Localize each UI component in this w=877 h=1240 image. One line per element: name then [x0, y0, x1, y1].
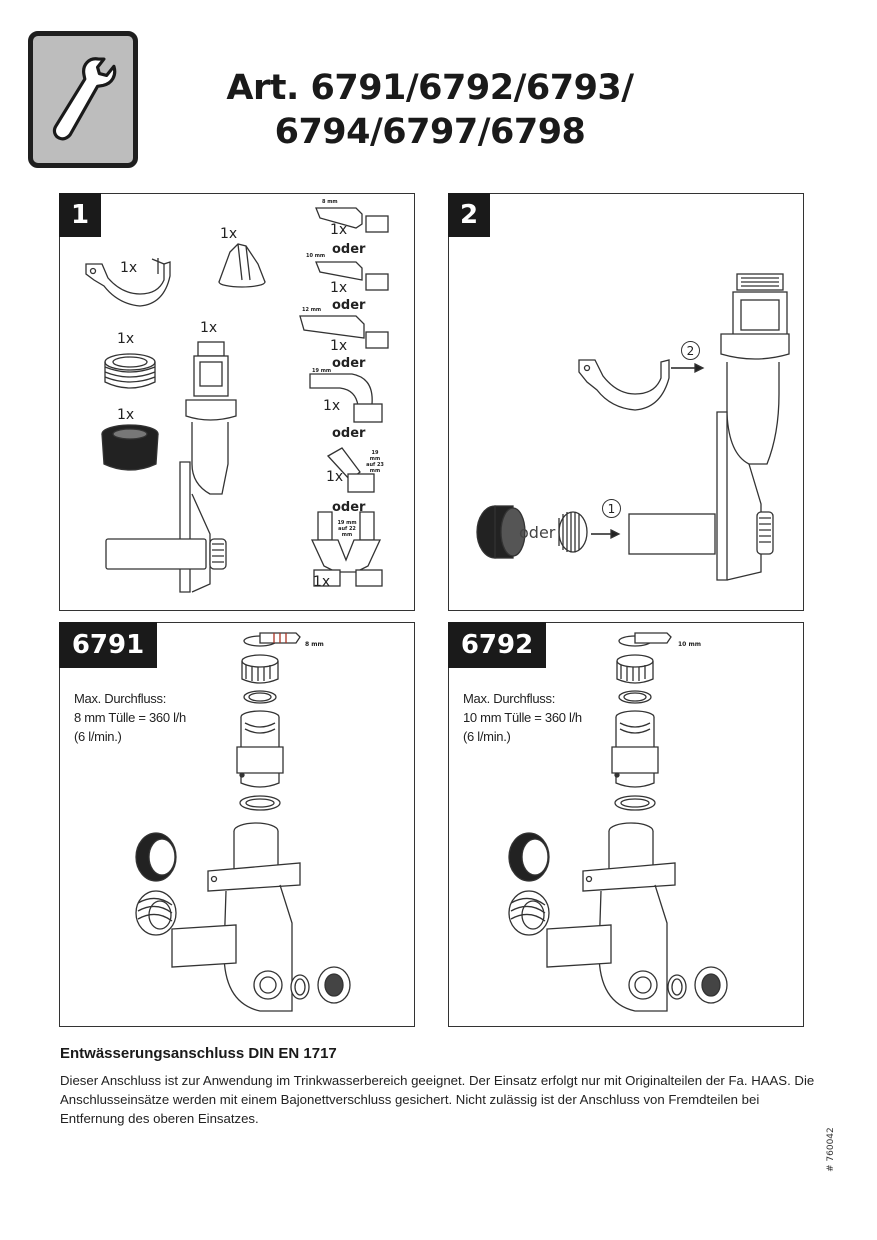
pipe-clip-assembly — [578, 359, 670, 411]
mm-label-10: 10 mm — [306, 253, 326, 259]
wrench-icon — [52, 57, 117, 141]
assembly-illustration — [476, 273, 790, 581]
oder-label: oder — [519, 523, 556, 542]
rubber-reducer — [508, 832, 550, 882]
qty-adapter: 1x — [117, 331, 135, 347]
page-title: Art. 6791/6792/6793/ 6794/6797/6798 — [160, 66, 700, 154]
step-circle-2: 2 — [681, 341, 700, 360]
qty-fitting-19: 1x — [323, 398, 341, 414]
siphon-body — [546, 822, 676, 1012]
footer-text: Dieser Anschluss ist zur Anwendung im Tr… — [60, 1073, 815, 1126]
qty-cone: 1x — [220, 226, 238, 242]
qty-siphon: 1x — [200, 320, 218, 336]
parts-illustration — [85, 207, 389, 593]
qty-fitting-19-23: 1x — [326, 469, 344, 485]
panel-parts-list: 1 — [59, 193, 415, 611]
union-nut — [241, 654, 279, 684]
exploded-view-6792 — [508, 632, 728, 1012]
qty-fitting-double: 1x — [313, 574, 331, 590]
seal-ring — [667, 974, 687, 1000]
flow-info-6791: Max. Durchfluss: 8 mm Tülle = 360 l/h (6… — [74, 689, 186, 746]
hose-nozzle — [618, 632, 672, 647]
hose-nozzle — [243, 632, 301, 647]
rubber-reducer — [135, 832, 177, 882]
oder-1: oder — [332, 242, 366, 257]
o-ring-mid — [239, 795, 281, 811]
flow-info-6792: Max. Durchfluss: 10 mm Tülle = 360 l/h (… — [463, 689, 582, 746]
thread-adapter — [135, 890, 177, 936]
oder-4: oder — [332, 426, 366, 441]
flow-line-3: (6 l/min.) — [74, 729, 122, 744]
flow-line-3: (6 l/min.) — [463, 729, 511, 744]
panel-assembly: 2 2 — [448, 193, 804, 611]
hose-size-label: 8 mm — [305, 641, 324, 648]
panel-6791: 6791 Max. Durchfluss: 8 mm Tülle = 360 l… — [59, 622, 415, 1027]
mm-label-8: 8 mm — [322, 199, 338, 205]
flow-line-2: 8 mm Tülle = 360 l/h — [74, 710, 186, 725]
oder-3: oder — [332, 356, 366, 371]
mm-label-12: 12 mm — [302, 307, 322, 313]
end-cap — [694, 966, 728, 1004]
qty-fitting-8: 1x — [330, 222, 348, 238]
rubber-reducer-part — [101, 424, 159, 471]
union-nut — [616, 654, 654, 684]
footer-heading: Entwässerungsanschluss DIN EN 1717 — [60, 1045, 337, 1062]
pipe-clip-part — [85, 258, 171, 307]
panel-6792: 6792 Max. Durchfluss: 10 mm Tülle = 360 … — [448, 622, 804, 1027]
cone-insert-part — [218, 243, 266, 288]
qty-fitting-12: 1x — [330, 338, 348, 354]
mm-label-19-22: 19 mm auf 22 mm — [337, 520, 357, 538]
thread-adapter-part — [104, 353, 156, 389]
wrench-icon-box — [28, 31, 138, 168]
step-badge-1: 1 — [59, 193, 101, 237]
valve-insert — [236, 710, 284, 788]
hose-fittings-column — [299, 207, 389, 587]
siphon-assembled — [628, 273, 790, 581]
siphon-body — [171, 822, 301, 1012]
oder-5: oder — [332, 500, 366, 515]
thread-adapter-assembly — [558, 511, 588, 553]
mm-label-19: 19 mm — [312, 368, 332, 374]
flow-line-2: 10 mm Tülle = 360 l/h — [463, 710, 582, 725]
article-number: # 760042 — [826, 1127, 836, 1172]
qty-clip: 1x — [120, 260, 138, 276]
step-circle-1: 1 — [602, 499, 621, 518]
oder-2: oder — [332, 298, 366, 313]
flow-line-1: Max. Durchfluss: — [74, 691, 167, 706]
flow-line-1: Max. Durchfluss: — [463, 691, 556, 706]
siphon-main-part — [105, 341, 237, 593]
valve-insert — [611, 710, 659, 788]
step-badge-2: 2 — [448, 193, 490, 237]
title-line-1: Art. 6791/6792/6793/ — [226, 68, 634, 108]
thread-adapter — [508, 890, 550, 936]
article-badge-6792: 6792 — [448, 622, 546, 668]
article-badge-6791: 6791 — [59, 622, 157, 668]
o-ring-mid — [614, 795, 656, 811]
seal-ring — [290, 974, 310, 1000]
hose-size-label: 10 mm — [678, 641, 701, 648]
end-cap — [317, 966, 351, 1004]
mm-label-19-23: 19 mm auf 23 mm — [366, 450, 384, 474]
rubber-reducer-assembly — [476, 505, 526, 559]
exploded-view-6791 — [135, 632, 351, 1012]
qty-fitting-10: 1x — [330, 280, 348, 296]
qty-reducer: 1x — [117, 407, 135, 423]
title-line-2: 6794/6797/6798 — [274, 112, 586, 152]
